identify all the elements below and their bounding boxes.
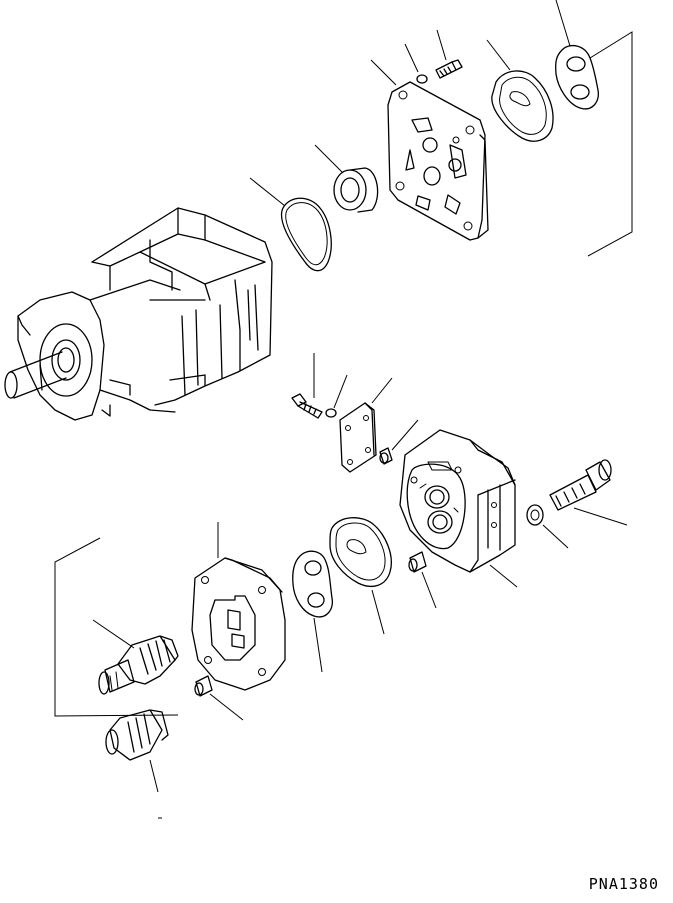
drive-gear xyxy=(92,619,179,695)
seal-gasket-lower xyxy=(329,517,392,635)
driven-gear xyxy=(105,709,169,819)
wear-plate xyxy=(339,377,393,473)
bolt-mid xyxy=(291,353,323,419)
lower-bracket-line xyxy=(54,537,179,717)
o-ring-large xyxy=(249,177,332,272)
dowel-pin-upper xyxy=(379,419,419,465)
dowel-pin-gear xyxy=(194,675,244,721)
pump-main-body xyxy=(4,207,273,421)
washer-mid xyxy=(325,374,348,418)
front-housing xyxy=(399,429,518,588)
washer-small xyxy=(404,43,428,84)
oil-seal xyxy=(314,144,379,213)
diagram-code-label: PNA1380 xyxy=(588,875,659,893)
dowel-pin-lower xyxy=(408,551,437,609)
washer-right xyxy=(526,504,569,549)
plate-gasket-upper xyxy=(555,0,599,110)
seal-gasket-upper xyxy=(486,39,554,142)
upper-bracket-line xyxy=(587,31,633,257)
plate-gasket-lower xyxy=(292,550,333,673)
bolt-long xyxy=(549,459,628,526)
gear-body xyxy=(191,522,286,691)
bolt-small xyxy=(435,29,463,79)
rear-cover-plate xyxy=(370,59,489,241)
